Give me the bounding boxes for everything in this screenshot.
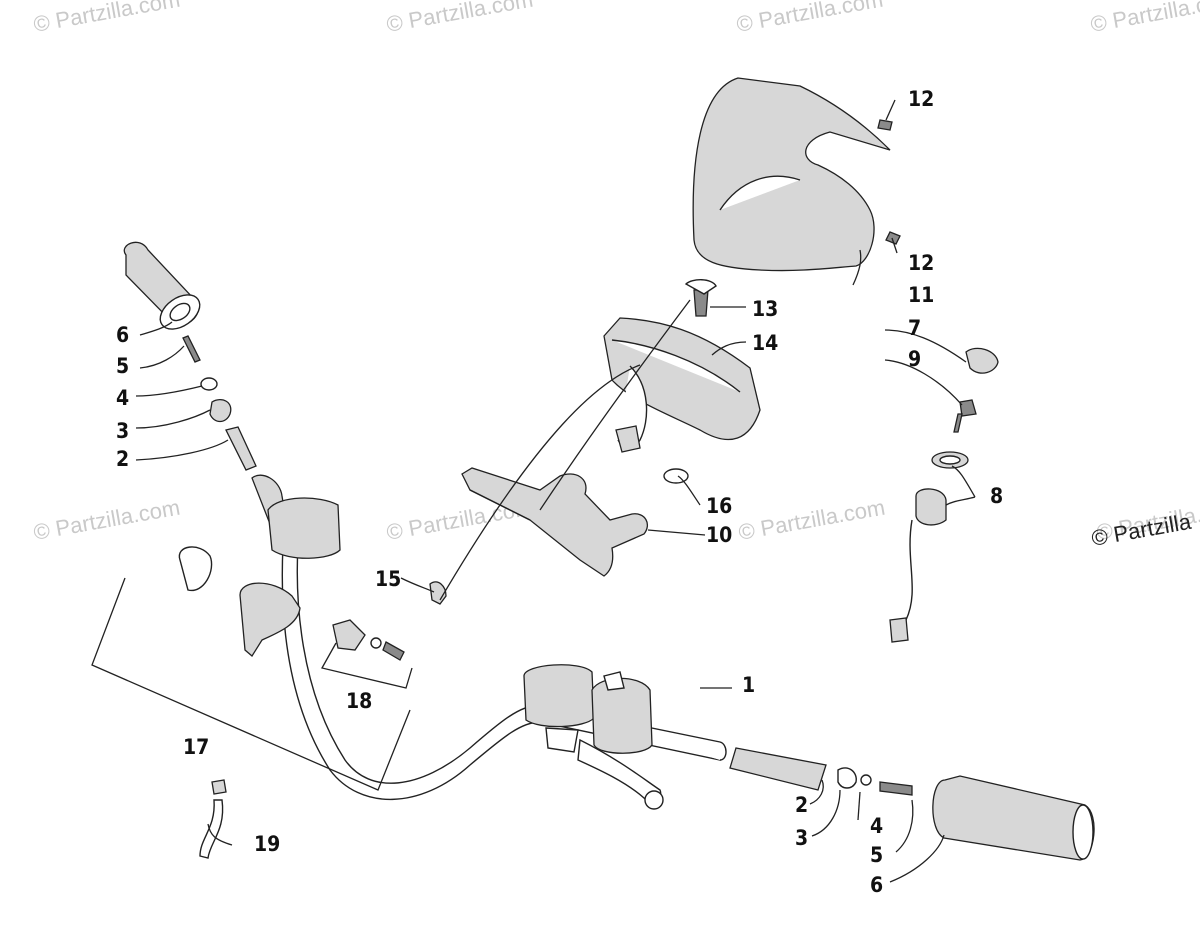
ignition-switch [889, 347, 999, 643]
watermark: © Partzilla.com [385, 0, 535, 37]
callout-3-left: 3 [116, 419, 129, 443]
cable-end-part [199, 779, 227, 859]
callout-8: 8 [990, 484, 1003, 508]
callout-1: 1 [742, 673, 755, 697]
mounting-bracket [429, 467, 648, 605]
callout-5-left: 5 [116, 354, 129, 378]
callout-3-right: 3 [795, 826, 808, 850]
leader-lines [91, 99, 976, 883]
brake-master-cylinder [523, 664, 664, 810]
callout-17: 17 [183, 735, 209, 759]
watermark: © Partzilla.com [32, 0, 182, 37]
clamp-part [332, 619, 405, 661]
windscreen-cover [692, 77, 901, 272]
watermark-layer: © Partzilla.com © Partzilla.com © Partzi… [32, 0, 1200, 551]
watermark: © Partzilla.com [737, 495, 887, 545]
left-grip-assembly [123, 241, 287, 525]
callout-12-top: 12 [908, 87, 934, 111]
callout-16: 16 [706, 494, 732, 518]
callout-11: 11 [908, 283, 934, 307]
left-switch-housing [178, 497, 341, 657]
callout-7: 7 [908, 316, 921, 340]
callout-4-right: 4 [870, 814, 883, 838]
callout-15: 15 [375, 567, 401, 591]
callout-9: 9 [908, 347, 921, 371]
watermark: © Partzilla.com [1089, 0, 1200, 37]
callout-18: 18 [346, 689, 372, 713]
callout-6-right: 6 [870, 873, 883, 897]
callout-6-left: 6 [116, 323, 129, 347]
right-grip-assembly [837, 767, 1095, 861]
watermark: © Partzilla.com [32, 495, 182, 545]
callout-14: 14 [752, 331, 778, 355]
callout-2-right: 2 [795, 793, 808, 817]
callout-labels: 1 2 2 3 3 4 4 5 5 6 6 7 8 9 10 11 12 12 … [116, 87, 1003, 897]
callout-4-left: 4 [116, 386, 129, 410]
callout-2-left: 2 [116, 447, 129, 471]
callout-12-bottom: 12 [908, 251, 934, 275]
watermark: © Partzilla.com [735, 0, 885, 37]
callout-13: 13 [752, 297, 778, 321]
callout-5-right: 5 [870, 843, 883, 867]
callout-19: 19 [254, 832, 280, 856]
callout-10: 10 [706, 523, 732, 547]
